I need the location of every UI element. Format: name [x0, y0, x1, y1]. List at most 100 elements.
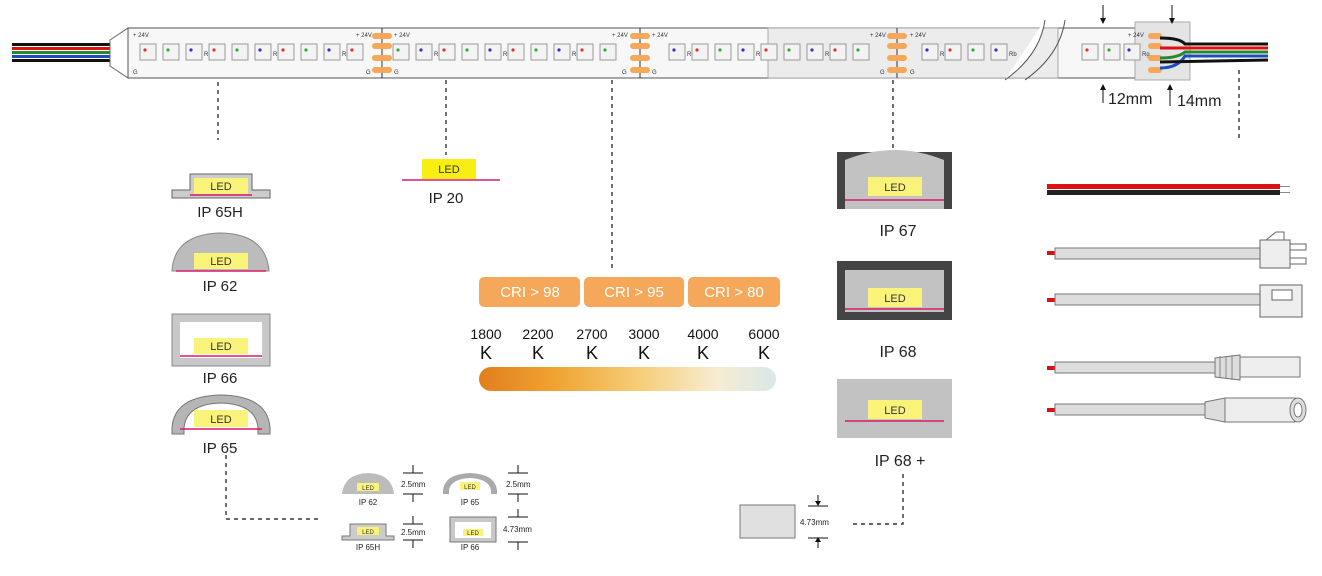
ip67-label: IP 67: [879, 223, 916, 240]
led-chip-dot: [764, 48, 768, 52]
connector-icon: [1047, 284, 1303, 318]
dim-12mm: 12mm: [1108, 91, 1152, 108]
led-chip: [1103, 43, 1121, 61]
led-chip-dot: [258, 48, 262, 52]
led-chip: [415, 43, 433, 61]
led-chip-dot: [189, 48, 193, 52]
cri-badges: CRI > 98 CRI > 95 CRI > 80: [479, 277, 780, 307]
led-chip-dot: [580, 48, 584, 52]
small-dim-25mm: 2.5mm: [401, 528, 426, 537]
led-chip-dot: [350, 48, 354, 52]
led-chip: [576, 43, 594, 61]
led-chip: [599, 43, 617, 61]
led-chip: [461, 43, 479, 61]
small-ip65h-label: IP 65H: [356, 543, 381, 552]
resistor-label: R: [204, 52, 209, 58]
led-chip-dot: [511, 48, 515, 52]
cct-unit: K: [697, 343, 709, 363]
cct-gradient-bar: [479, 367, 776, 391]
led-chip: [530, 43, 548, 61]
small-dim-25mm: 2.5mm: [401, 480, 426, 489]
led-chip-dot: [695, 48, 699, 52]
cri-badge: [479, 277, 580, 307]
profile-ip68: LED IP 68: [837, 261, 952, 361]
led-chip: [691, 43, 709, 61]
led-label: LED: [362, 486, 374, 492]
led-label: LED: [884, 405, 905, 417]
led-chip-dot: [419, 48, 423, 52]
led-label: LED: [210, 341, 231, 353]
led-chip: [300, 43, 318, 61]
voltage-label: + 24V: [133, 33, 149, 39]
led-chip-dot: [465, 48, 469, 52]
led-chip-dot: [396, 48, 400, 52]
led-chip: [1081, 43, 1099, 61]
small-profiles: LED IP 62 2.5mm LED IP 65 2.5mm LED IP 6…: [341, 465, 532, 552]
led-chip-dot: [833, 48, 837, 52]
led-chip: [967, 43, 985, 61]
cct-unit: K: [480, 343, 492, 363]
led-chip: [185, 43, 203, 61]
led-chip: [852, 43, 870, 61]
led-chip: [254, 43, 272, 61]
led-label: LED: [884, 293, 905, 305]
led-chip: [760, 43, 778, 61]
cri-badge: [688, 277, 780, 307]
ip68-label: IP 68: [879, 344, 916, 361]
led-chip-dot: [994, 48, 998, 52]
led-chip: [990, 43, 1008, 61]
cct-4000: 4000: [687, 326, 718, 342]
connector-icon: [1047, 231, 1307, 269]
cri-98: CRI > 98: [500, 284, 560, 301]
led-chip-dot: [603, 48, 607, 52]
profile-ip67: LED IP 67: [837, 150, 952, 240]
led-chip-dot: [1107, 48, 1111, 52]
small-dim-473mm: 4.73mm: [503, 525, 532, 534]
cri-badge: [584, 277, 684, 307]
led-chip-dot: [810, 48, 814, 52]
led-label: LED: [362, 530, 374, 536]
small-ip66-label: IP 66: [461, 543, 480, 552]
cct-unit: K: [638, 343, 650, 363]
g-label: G: [880, 70, 885, 76]
led-chip: [231, 43, 249, 61]
led-chip-dot: [327, 48, 331, 52]
cct-unit: K: [532, 343, 544, 363]
resistor-label: Rg: [1142, 52, 1150, 58]
resistor-label: Rb: [756, 52, 764, 58]
ip68plus-label: IP 68 +: [875, 453, 926, 470]
g-label: G: [910, 70, 915, 76]
small-ip62-label: IP 62: [359, 498, 378, 507]
g-label: G: [652, 70, 657, 76]
led-chip-dot: [166, 48, 170, 52]
dc-plug-icon: [1047, 354, 1301, 381]
led-chip: [553, 43, 571, 61]
ip65h-label: IP 65H: [197, 204, 243, 221]
strip-dimensions: 12mm 14mm: [1100, 5, 1221, 110]
led-chip: [806, 43, 824, 61]
cri-95: CRI > 95: [604, 284, 664, 301]
ip62-label: IP 62: [203, 278, 238, 295]
voltage-label: + 24V: [394, 33, 410, 39]
led-chip: [484, 43, 502, 61]
cct-unit: K: [586, 343, 598, 363]
led-chip: [829, 43, 847, 61]
led-chip: [346, 43, 364, 61]
led-chip-dot: [672, 48, 676, 52]
led-label: LED: [884, 182, 905, 194]
right-cable-bundle: [1159, 36, 1269, 70]
g-label: G: [394, 70, 399, 76]
led-label: LED: [210, 414, 231, 426]
led-chip: [507, 43, 525, 61]
resistor-label: Rg: [572, 52, 580, 58]
resistor-label: Rb: [273, 52, 281, 58]
wire-pair-icon: [1047, 184, 1290, 195]
led-chip-dot: [787, 48, 791, 52]
cct-3000: 3000: [628, 326, 659, 342]
profile-ip20: LED IP 20: [402, 159, 500, 207]
led-chip-dot: [488, 48, 492, 52]
small-dim-25mm: 2.5mm: [506, 480, 531, 489]
led-chip: [714, 43, 732, 61]
led-chip: [323, 43, 341, 61]
